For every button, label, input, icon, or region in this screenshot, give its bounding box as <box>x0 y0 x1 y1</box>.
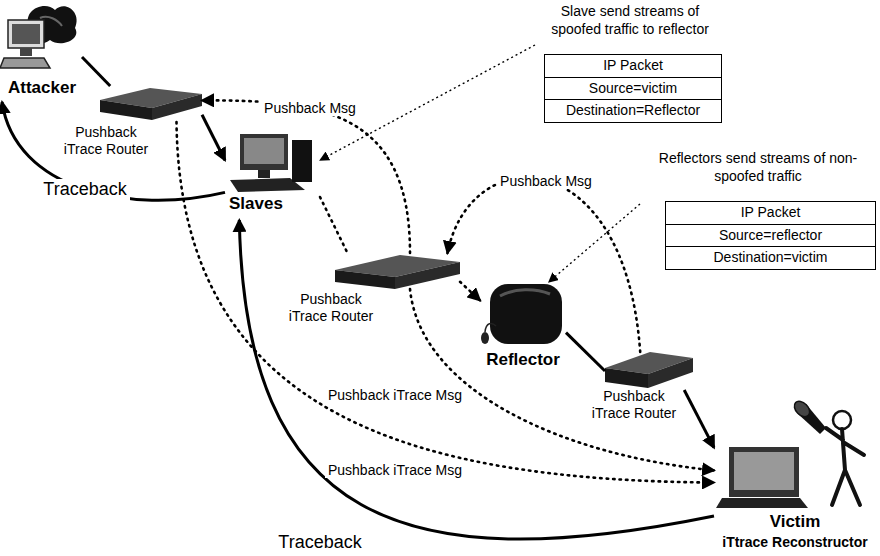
edge-label: Traceback <box>40 179 129 201</box>
table-cell: Source=reflector <box>666 224 875 247</box>
node-label: Pushback iTrace Router <box>60 124 152 158</box>
table-cell: IP Packet <box>545 55 721 77</box>
traffic-arrow <box>202 115 225 160</box>
callout-heading: Slave send streams of spoofed traffic to… <box>535 3 725 38</box>
edge-label: Pushback iTrace Msg <box>325 387 465 404</box>
node-label: iTtrace Reconstructor <box>714 534 876 551</box>
node-label: Attacker <box>2 78 82 98</box>
dotted-arrow <box>410 289 714 470</box>
traffic-arrow <box>82 57 110 86</box>
network-node: Attacker <box>2 2 82 102</box>
edge-label: Traceback <box>275 532 364 554</box>
leader-arrow <box>549 204 640 282</box>
dotted-arrow <box>177 122 715 483</box>
packet-callout: Reflectors send streams of non-spoofed t… <box>640 150 876 270</box>
router-icon <box>605 352 693 388</box>
traffic-arrow <box>2 102 225 200</box>
table-cell: Source=victim <box>545 77 721 100</box>
traffic-arrow <box>239 220 714 539</box>
network-node: Victim iTtrace Reconstructor <box>714 402 876 554</box>
edge-label: Pushback Msg <box>261 100 359 117</box>
victim-icon <box>716 398 864 508</box>
edge-label: Pushback iTrace Msg <box>325 462 465 479</box>
table-cell: IP Packet <box>666 202 875 224</box>
network-node: Slaves <box>225 128 320 220</box>
router-icon <box>100 88 202 120</box>
edge-label: Pushback Msg <box>497 173 595 190</box>
node-label: Pushback iTrace Router <box>588 388 680 422</box>
dotted-arrow <box>202 100 410 253</box>
node-label: Slaves <box>229 194 309 214</box>
network-node: Pushback iTrace Router <box>100 86 202 122</box>
packet-table: IP PacketSource=victimDestination=Reflec… <box>544 54 722 123</box>
slaves-icon <box>230 134 312 192</box>
node-label: Victim <box>714 512 876 532</box>
traffic-arrow <box>566 333 605 371</box>
traffic-arrow <box>684 390 714 448</box>
table-cell: Destination=victim <box>666 246 875 269</box>
router-icon <box>335 255 460 289</box>
node-label: Reflector <box>480 350 566 370</box>
dotted-arrow <box>448 178 641 352</box>
reflector-icon <box>481 284 562 344</box>
callout-heading: Reflectors send streams of non-spoofed t… <box>640 150 876 185</box>
network-node: Pushback iTrace Router <box>605 352 693 390</box>
node-label: Pushback iTrace Router <box>285 291 377 325</box>
packet-table: IP PacketSource=reflectorDestination=vic… <box>665 201 876 270</box>
packet-callout: Slave send streams of spoofed traffic to… <box>535 3 725 123</box>
attacker-icon <box>0 6 77 68</box>
table-cell: Destination=Reflector <box>545 99 721 122</box>
dotted-arrow <box>320 197 348 253</box>
network-node: Reflector <box>480 282 566 374</box>
network-node: Pushback iTrace Router <box>335 253 460 289</box>
dotted-arrow <box>460 282 480 301</box>
